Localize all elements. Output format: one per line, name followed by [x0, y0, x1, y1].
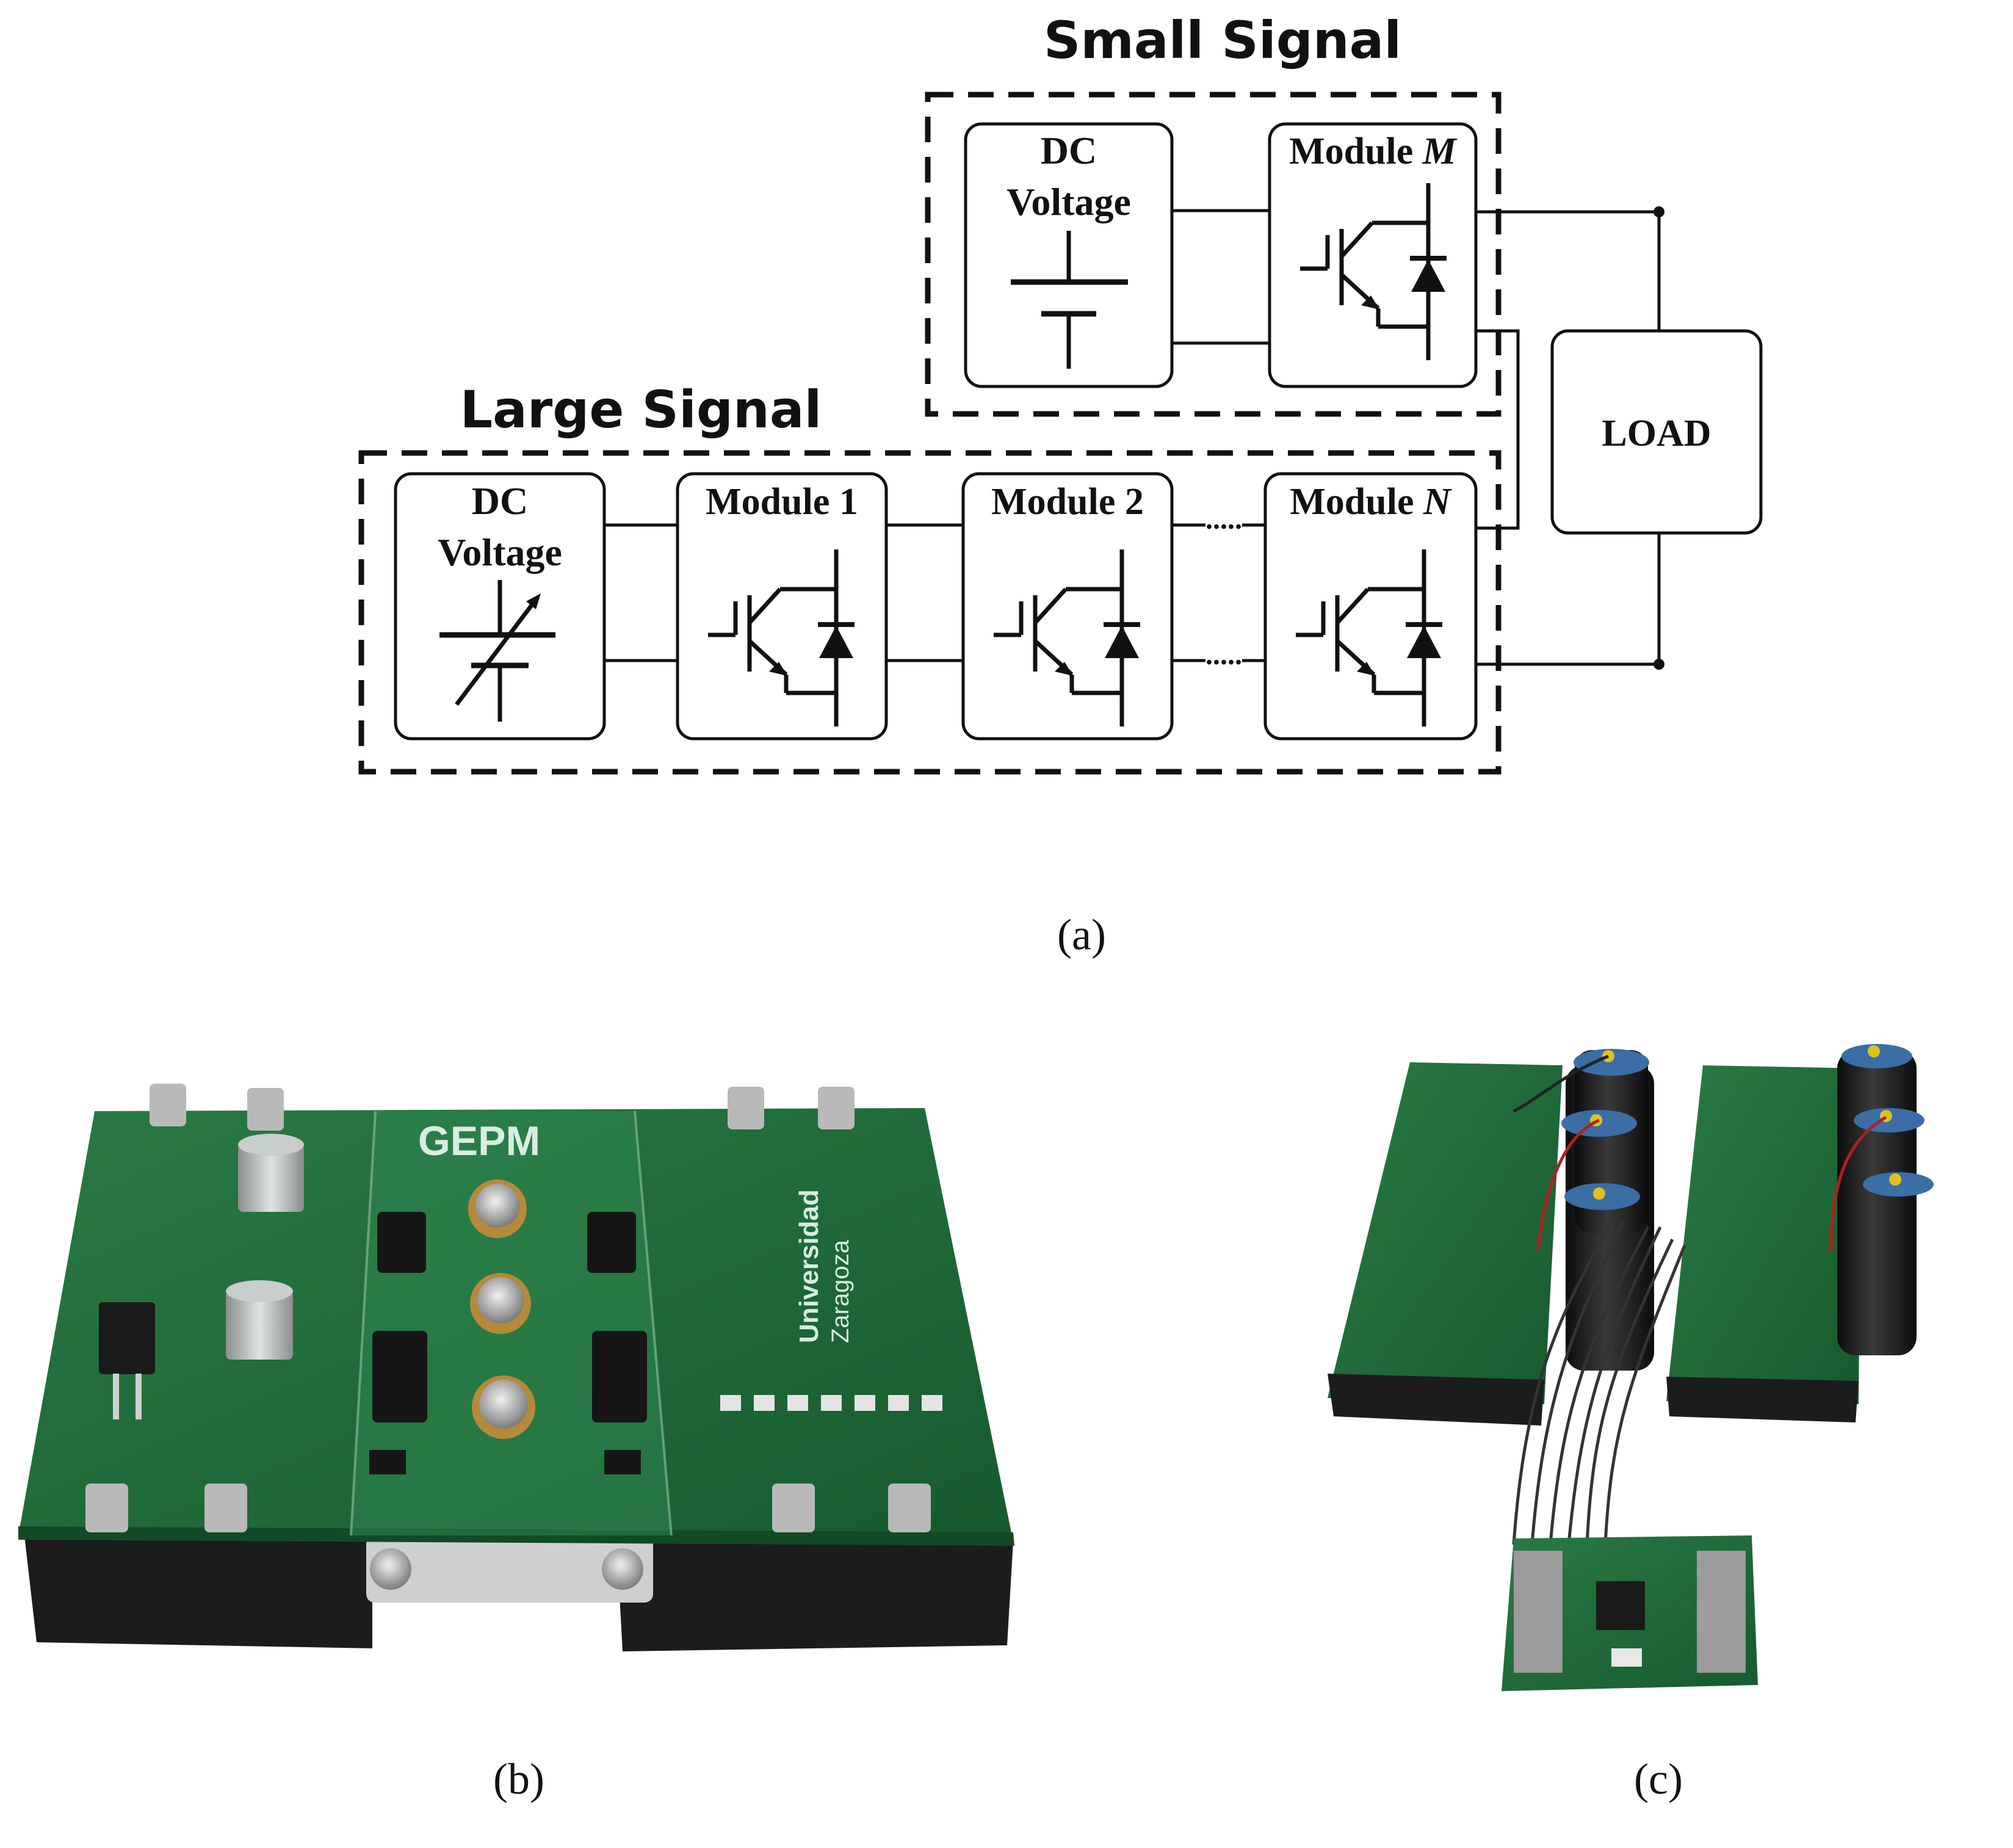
- junction-dot-bottom: [1653, 659, 1664, 670]
- junction-dot-top: [1653, 206, 1664, 217]
- module-n-box: Module N: [1263, 472, 1478, 741]
- photo-c-assembly: [1328, 1044, 1934, 1691]
- electrolytic-caps: [226, 1134, 304, 1360]
- module-1-box: Module 1: [676, 472, 888, 741]
- ellipsis-bottom: .....: [1205, 639, 1242, 671]
- large-signal-group-border: [358, 450, 1502, 775]
- module-2-label: Module 2: [991, 481, 1144, 523]
- controller-connectors: [1514, 1551, 1746, 1673]
- schematic-a: Small Signal Large Signal: [358, 10, 1763, 775]
- module-2-box: Module 2: [961, 472, 1174, 741]
- caption-a: (a): [1057, 910, 1106, 959]
- bottom-connectors: [85, 1484, 931, 1532]
- film-capacitors-right: [1837, 1044, 1934, 1355]
- film-capacitors-center: [1561, 1049, 1654, 1371]
- gepm-label: GEPM: [418, 1118, 540, 1164]
- smd-row: [720, 1395, 942, 1411]
- caption-c: (c): [1634, 1755, 1683, 1803]
- dc-voltage-source-small: DC Voltage: [964, 122, 1174, 388]
- metal-clamp: [366, 1535, 653, 1603]
- small-signal-title: Small Signal: [1044, 10, 1401, 70]
- top-connectors: [150, 1084, 855, 1131]
- dc-voltage-source-large: DC Voltage: [394, 472, 606, 741]
- ellipsis-top: .....: [1205, 503, 1242, 535]
- module-m-box: Module M: [1268, 122, 1478, 388]
- large-signal-title: Large Signal: [460, 380, 822, 440]
- load-label: LOAD: [1602, 413, 1711, 454]
- pcb-left: [1328, 1062, 1563, 1404]
- svg-text:Zaragoza: Zaragoza: [827, 1239, 854, 1343]
- wires-large-signal: [604, 523, 1661, 666]
- dc-label-line1: DC: [472, 479, 528, 523]
- gate-drivers: [369, 1212, 647, 1474]
- dc-label-line2: Voltage: [438, 531, 562, 574]
- terminal-screws: [468, 1179, 535, 1439]
- pcb-right: [1666, 1065, 1862, 1404]
- black-base-left: [24, 1535, 372, 1648]
- variable-battery-icon: [439, 580, 555, 722]
- module-n-label: Module N: [1290, 481, 1452, 523]
- svg-text:Universidad: Universidad: [794, 1189, 824, 1343]
- small-signal-group-border: [925, 92, 1502, 417]
- power-device: [99, 1302, 155, 1374]
- cable-bundle: [1512, 1054, 1887, 1545]
- university-logo: Universidad Zaragoza: [794, 1189, 854, 1343]
- wires-small-signal: [1172, 209, 1661, 530]
- black-base-right: [616, 1538, 1013, 1651]
- dc-label-line1: DC: [1041, 129, 1097, 172]
- module-m-label: Module M: [1289, 131, 1458, 172]
- photo-b-gepm-board: GEPM: [18, 1084, 1014, 1651]
- caption-b: (b): [493, 1755, 544, 1803]
- battery-icon: [1011, 231, 1128, 369]
- dc-label-line2: Voltage: [1007, 180, 1131, 223]
- load-box: LOAD: [1550, 329, 1763, 535]
- module-1-label: Module 1: [706, 481, 858, 523]
